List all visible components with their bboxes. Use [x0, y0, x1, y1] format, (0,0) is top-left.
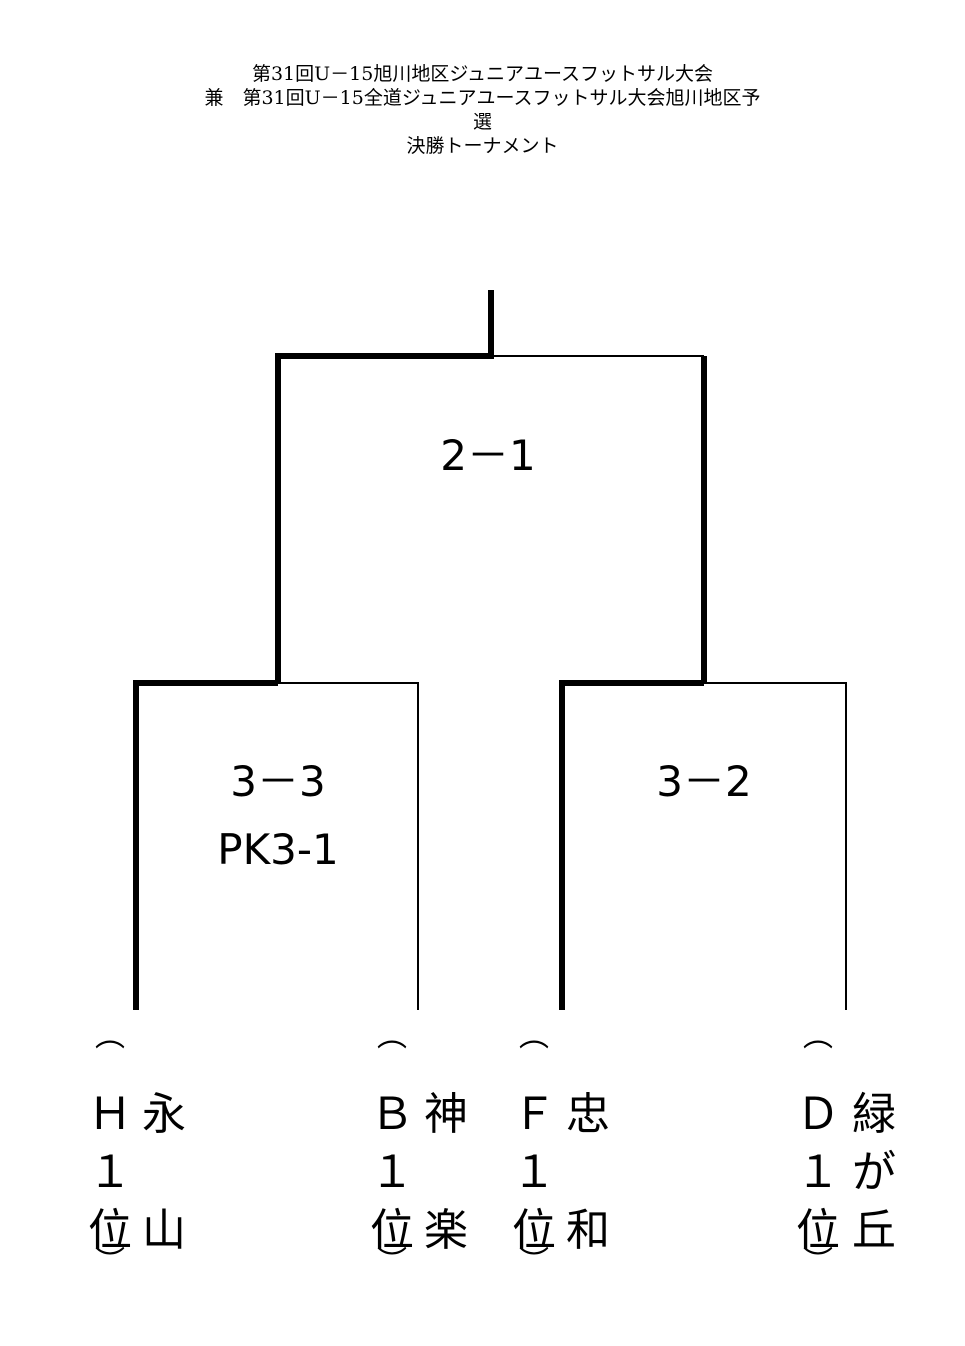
team-2-group-rank: 位 [370, 1205, 414, 1256]
team-4-name-char-1: 緑 [852, 1089, 896, 1140]
team-2-name: 神 楽 [420, 1086, 472, 1260]
tournament-title: 第31回U－15旭川地区ジュニアユースフットサル大会 兼 第31回U－15全道ジ… [0, 62, 965, 158]
team-4-open-paren: ︵ [803, 1019, 833, 1054]
team-1-group: Ｈ １ 位 [84, 1086, 136, 1260]
bracket-line-semi-right-winner [559, 680, 704, 1010]
team-2-group-number: １ [370, 1147, 414, 1198]
title-line-2: 兼 第31回U－15全道ジュニアユースフットサル大会旭川地区予 [204, 87, 761, 109]
team-3-group-rank: 位 [512, 1205, 556, 1256]
team-1-name: 永 山 [138, 1086, 190, 1260]
team-2-name-char-1: 神 [424, 1089, 468, 1140]
team-2-close-paren: ︶ [377, 1245, 407, 1280]
team-4-name: 緑 が 丘 [848, 1086, 900, 1260]
semi-right-score: 3－2 [656, 757, 752, 806]
bracket-thin-lines [278, 355, 847, 1010]
team-4-name-char-3: 丘 [852, 1205, 896, 1256]
team-3-group-letter: Ｆ [512, 1089, 556, 1140]
bracket-thick-lines [133, 290, 707, 1010]
team-2-group: Ｂ １ 位 [366, 1086, 418, 1260]
title-line-1: 第31回U－15旭川地区ジュニアユースフットサル大会 [251, 63, 714, 85]
team-3-name-char-3: 和 [566, 1205, 610, 1256]
title-line-3: 選 [472, 111, 492, 133]
team-3-group-number: １ [512, 1147, 556, 1198]
team-2-open-paren: ︵ [377, 1019, 407, 1054]
team-3-close-paren: ︶ [519, 1245, 549, 1280]
team-1-group-rank: 位 [88, 1205, 132, 1256]
team-3-name: 忠 和 [562, 1086, 614, 1260]
bracket-line-semi-left-right [278, 682, 419, 1010]
team-1-name-char-1: 永 [142, 1089, 186, 1140]
team-1-group-letter: Ｈ [88, 1089, 132, 1140]
title-line-4: 決勝トーナメント [406, 135, 559, 157]
final-score: 2－1 [440, 431, 536, 480]
bracket-line-semi-left-winner [133, 680, 278, 1010]
semi-left-pk: PK3-1 [217, 825, 339, 874]
team-3-group: Ｆ １ 位 [508, 1086, 560, 1260]
team-4-name-char-2: が [852, 1147, 896, 1198]
team-4-group-rank: 位 [796, 1205, 840, 1256]
team-1-name-char-2 [138, 1144, 190, 1202]
team-3-open-paren: ︵ [519, 1019, 549, 1054]
team-4-close-paren: ︶ [803, 1245, 833, 1280]
team-2-group-letter: Ｂ [370, 1089, 414, 1140]
bracket-line-semi-right-right [704, 682, 847, 1010]
team-4-group: Ｄ １ 位 [792, 1086, 844, 1260]
bracket-line-winner-top [275, 290, 494, 683]
team-4-group-number: １ [796, 1147, 840, 1198]
team-4-group-letter: Ｄ [796, 1089, 840, 1140]
semi-left-score: 3－3 [230, 757, 326, 806]
team-2-name-char-3: 楽 [424, 1205, 468, 1256]
team-1-group-number: １ [88, 1147, 132, 1198]
team-1-open-paren: ︵ [95, 1019, 125, 1054]
team-2-name-char-2 [420, 1144, 472, 1202]
team-3-name-char-1: 忠 [566, 1089, 610, 1140]
team-1-name-char-3: 山 [142, 1205, 186, 1256]
team-3-name-char-2 [562, 1144, 614, 1202]
team-1-close-paren: ︶ [95, 1245, 125, 1280]
